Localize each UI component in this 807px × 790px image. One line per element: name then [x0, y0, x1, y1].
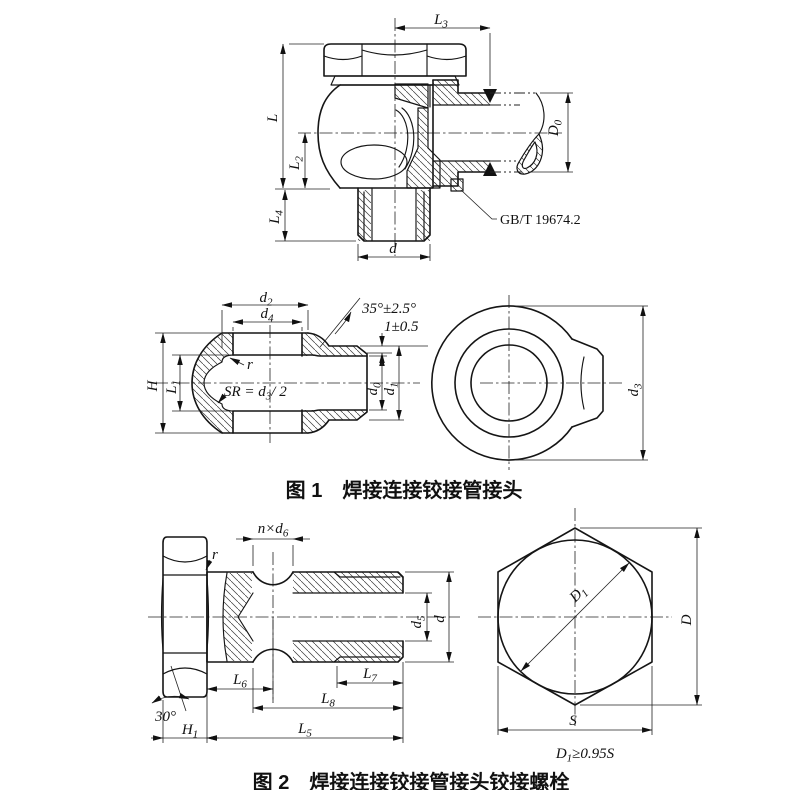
dim-label-D: D: [679, 614, 695, 626]
fig2-bolt-dimensions: n×d6 r d5 d L6 L7 L8 L5 H1 30°: [151, 521, 454, 743]
dim-label-land: 1±0.5: [384, 319, 419, 335]
dim-label-L8: L8: [320, 691, 335, 710]
hex-note-label: D1≥0.95S: [555, 746, 615, 765]
dim-label-d3: d3: [626, 383, 645, 397]
drill-cone: [237, 592, 254, 642]
dim-label-d-thread: d: [432, 615, 448, 623]
fig1-section-view: d2 d4 35°±2.5° 1±0.5 H L1 r SR = d3/ 2 d…: [145, 290, 428, 443]
dim-label-chamfer-angle: 35°±2.5°: [361, 301, 416, 317]
standard-ref-label: GB/T 19674.2: [500, 213, 581, 228]
stud-outline: [357, 187, 431, 242]
dim-label-H1: H1: [181, 722, 198, 741]
end-view-centerlines: [480, 295, 622, 470]
dim-label-L5: L5: [297, 721, 312, 740]
torn-tube-wall: [516, 133, 544, 175]
dim-label-L: L: [265, 114, 281, 123]
bolt-upper-section-hatch: [394, 83, 429, 109]
boss-outline: [571, 338, 604, 428]
dim-label-d: d: [389, 241, 397, 257]
inscribed-circle: [497, 539, 653, 695]
weld-symbol-top: [483, 89, 497, 103]
dim-label-L6: L6: [232, 672, 247, 691]
fig1-endview-dimensions: d3: [516, 305, 648, 461]
thread-lines: [333, 571, 401, 663]
bore-lines: [292, 592, 404, 642]
port-outline: [432, 79, 491, 187]
hex-head-outline: [323, 43, 467, 77]
middle-circle: [454, 328, 564, 438]
fig1-caption: 图 1 焊接连接铰接管接头: [286, 478, 523, 502]
dim-label-d1: d1: [382, 383, 401, 396]
dim-label-D0: D0: [546, 119, 565, 137]
dim-label-S: S: [569, 713, 577, 729]
dim-label-L1: L1: [164, 380, 183, 395]
bore-circle: [470, 344, 548, 422]
ball-recess-arc: [340, 144, 408, 180]
fig1-section-dimensions: d2 d4 35°±2.5° 1±0.5 H L1 r SR = d3/ 2 d…: [145, 290, 428, 434]
fig2-caption: 图 2 焊接连接铰接管接头铰接螺栓: [253, 770, 570, 790]
hexagon-outline: [497, 527, 653, 706]
washer-outline: [330, 75, 460, 86]
dim-label-H: H: [145, 379, 161, 392]
body-section-edges: [221, 332, 309, 434]
dim-label-r: r: [247, 357, 253, 373]
fig1-end-view: d3: [431, 295, 648, 470]
dim-label-L7: L7: [362, 666, 377, 685]
shank-outline: [206, 571, 404, 663]
body-outline: [339, 79, 434, 189]
dim-label-n-d6: n×d6: [258, 521, 289, 540]
bolt-head-outline: [162, 536, 208, 698]
dim-label-L3: L3: [433, 12, 448, 31]
dim-label-SR: SR = d3/ 2: [224, 384, 287, 403]
seal-ring-section: [450, 178, 464, 192]
dim-label-L4: L4: [267, 210, 286, 225]
fig2-bolt-section-view: n×d6 r d5 d L6 L7 L8 L5 H1 30°: [148, 521, 460, 743]
dim-label-d0: d0: [365, 382, 384, 396]
fig1-assembly-dimensions: L3 L L2 L4 d D0 GB/T 19674.2: [265, 12, 581, 261]
fig2-hex-head-view: D1 D S D1≥0.95S: [478, 508, 702, 765]
weld-symbol-bottom: [483, 162, 497, 176]
fig1-assembly-view: L3 L L2 L4 d D0 GB/T 19674.2: [265, 12, 581, 261]
dim-label-r-fillet: r: [212, 547, 218, 563]
spherical-cavity-arc: [203, 354, 235, 412]
dim-label-30deg: 30°: [154, 709, 176, 725]
cavity-outline: [233, 354, 368, 412]
dim-label-d4: d4: [261, 306, 275, 325]
phantom-tube-lines: [490, 92, 536, 173]
fig2-hex-dimensions: D1 D S D1≥0.95S: [497, 527, 702, 765]
bolt-stem-section-hatch: [406, 107, 441, 189]
ball-joint-curves: [395, 107, 415, 170]
outer-circle: [431, 305, 573, 461]
dim-label-d2: d2: [260, 290, 274, 309]
dim-label-L2: L2: [287, 156, 306, 171]
dim-label-d5: d5: [409, 615, 428, 629]
tube-break-curve: [535, 92, 545, 135]
